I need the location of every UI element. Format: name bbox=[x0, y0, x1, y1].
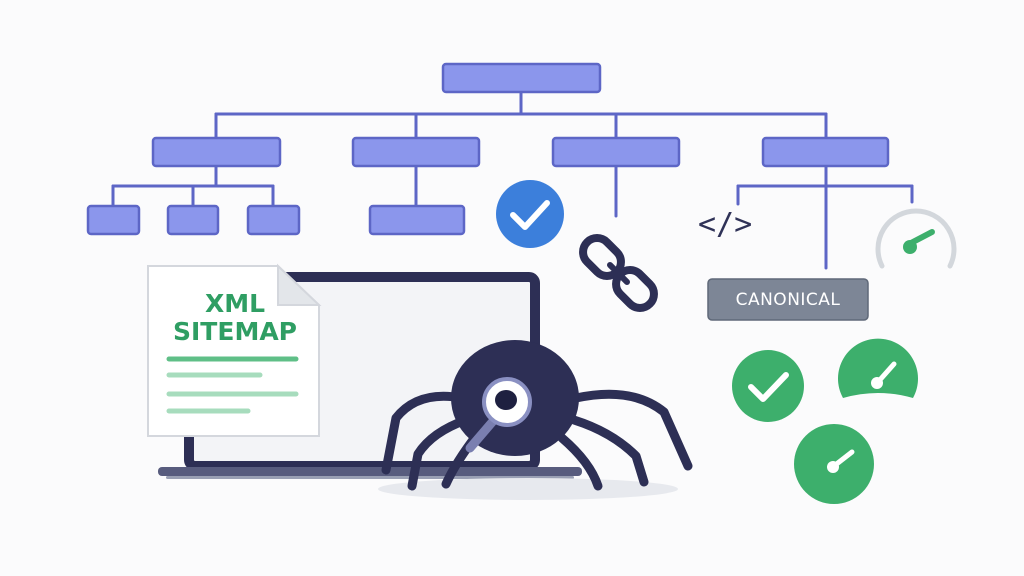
spider-shadow bbox=[378, 478, 678, 500]
canonical-label: CANONICAL bbox=[736, 290, 841, 310]
tree-node-l2-b1 bbox=[368, 204, 466, 236]
tree-node-l1-b bbox=[351, 136, 481, 168]
chain-link-icon bbox=[579, 234, 658, 312]
magnifier-icon bbox=[465, 377, 532, 453]
spider-crawler-icon bbox=[378, 340, 693, 500]
speedometer-icon bbox=[875, 208, 957, 269]
speedometer-icon bbox=[794, 424, 874, 504]
sitemap-text-lines bbox=[166, 356, 299, 414]
green-check-icon bbox=[732, 350, 804, 422]
tree-node-l1-c bbox=[551, 136, 681, 168]
tree-nodes bbox=[86, 62, 890, 236]
tree-node-l2-a3 bbox=[246, 204, 301, 236]
tree-node-l2-a1 bbox=[86, 204, 141, 236]
tree-node-l1-a bbox=[151, 136, 282, 168]
canonical-tag: CANONICAL bbox=[707, 278, 869, 321]
tree-node-root bbox=[441, 62, 602, 94]
document-icon: XML SITEMAP bbox=[147, 263, 322, 437]
speedometer-icon bbox=[838, 338, 919, 398]
tree-node-l2-a2 bbox=[166, 204, 220, 236]
blue-check-icon bbox=[496, 180, 564, 248]
code-symbol-text: </> bbox=[698, 207, 752, 242]
tree-node-l1-d bbox=[761, 136, 890, 168]
code-icon: </> bbox=[698, 207, 752, 242]
sitemap-title-line2: SITEMAP bbox=[173, 317, 297, 346]
sitemap-title-line1: XML bbox=[205, 289, 265, 318]
tree-connectors bbox=[111, 90, 914, 270]
